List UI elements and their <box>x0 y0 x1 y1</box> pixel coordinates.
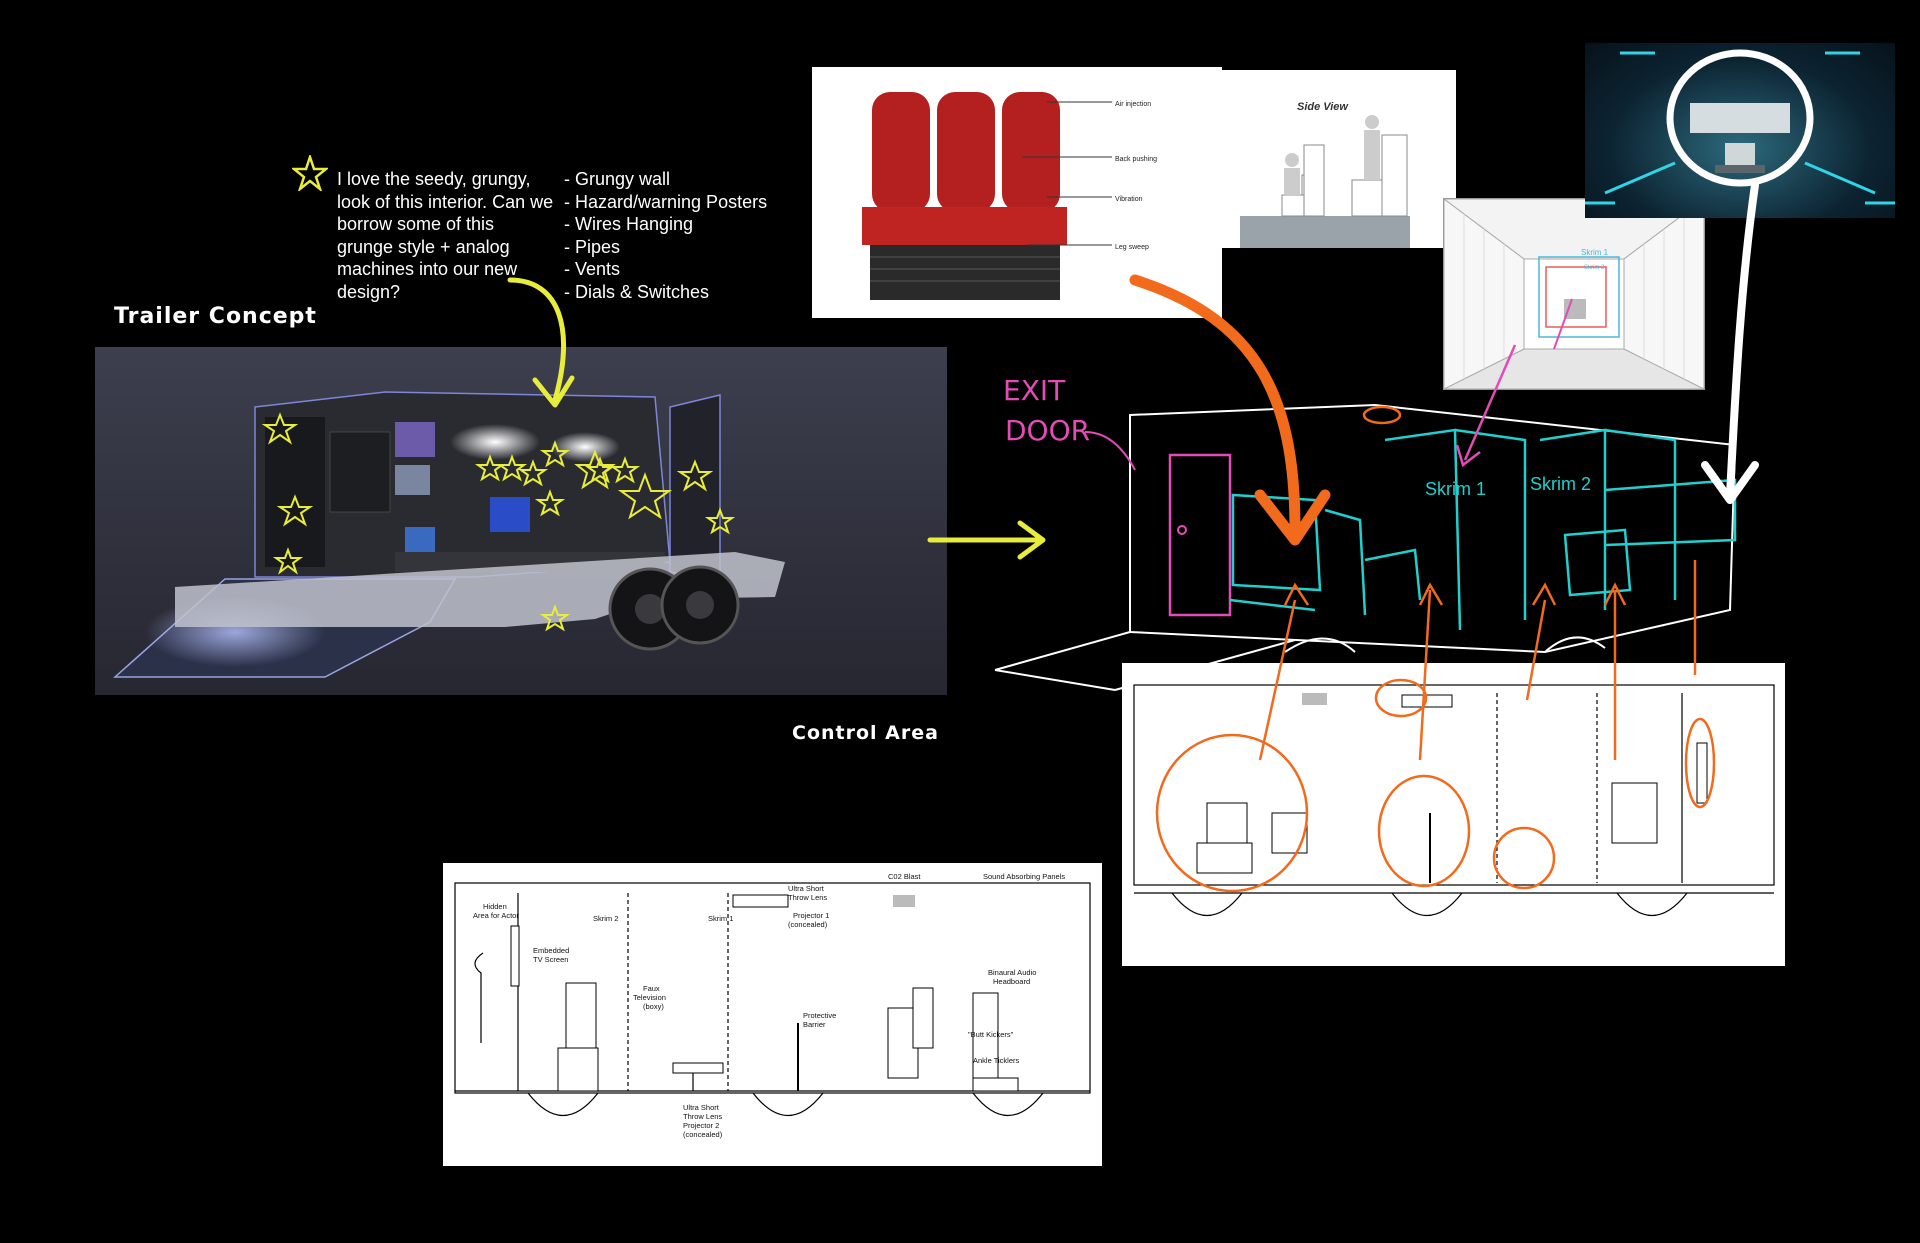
side-view-image: Side View <box>1222 70 1456 248</box>
projector1-label-2: Throw Lens <box>788 893 827 902</box>
butt-kickers-label: "Butt Kickers" <box>968 1030 1014 1039</box>
seat-label-vibration: Vibration <box>1115 196 1143 203</box>
yellow-right-arrow-icon <box>927 520 1046 560</box>
projector1-label-1: Ultra Short <box>788 884 825 893</box>
door-label-text: DOOR <box>1005 414 1090 447</box>
headboard-label-1: Binaural Audio <box>988 968 1036 977</box>
plan-skrim1-label: Skrim 1 <box>708 914 733 923</box>
seat-label-back: Back pushing <box>1115 156 1157 163</box>
skrim-render-label-1: Skrim 1 <box>1581 248 1609 257</box>
skrim-render-label-2: Skrim 2 <box>1584 265 1605 271</box>
embedded-tv-label-1: Embedded <box>533 946 569 955</box>
barrier-label-1: Protective <box>803 1011 836 1020</box>
orange-arrow-icon <box>1129 274 1331 546</box>
note-bullets: - Grungy wall - Hazard/warning Posters -… <box>564 169 768 302</box>
yellow-curve-arrow-icon <box>507 277 575 408</box>
trailer-render-image <box>95 347 947 695</box>
barrier-label-2: Barrier <box>803 1020 826 1029</box>
trailer-concept-heading: Trailer Concept <box>114 304 317 329</box>
pink-arrow-icon <box>1455 344 1517 468</box>
co2-label: C02 Blast <box>888 872 921 881</box>
exit-label: EXIT <box>1003 374 1066 407</box>
control-area-heading: Control Area <box>792 722 939 744</box>
projector2-label-1: Ultra Short <box>683 1103 720 1112</box>
seat-label-leg: Leg sweep <box>1115 244 1149 251</box>
plan-skrim2-label: Skrim 2 <box>593 914 618 923</box>
faux-tv-label-2: Television <box>633 993 666 1002</box>
hidden-area-label-1: Hidden <box>483 902 507 911</box>
ankle-ticklers-label: Ankle Ticklers <box>973 1056 1020 1065</box>
projector2-label-4: (concealed) <box>683 1130 723 1139</box>
seat-label-air: Air injection <box>1115 101 1151 108</box>
note-star-icon <box>290 153 330 196</box>
hidden-area-label-2: Area for Actor <box>473 911 519 920</box>
note-text: I love the seedy, grungy, look of this i… <box>337 169 554 302</box>
plan-diagram-mirrored <box>1122 663 1785 966</box>
embedded-tv-label-2: TV Screen <box>533 955 568 964</box>
projector2-label-3: Projector 2 <box>683 1121 719 1130</box>
seat-diagram-image: Air injection Back pushing Vibration Leg… <box>812 67 1222 318</box>
faux-tv-label-3: (boxy) <box>643 1002 664 1011</box>
tv-room-image <box>1585 43 1895 218</box>
side-view-title: Side View <box>1297 101 1349 113</box>
sketch-skrim2-label: Skrim 2 <box>1530 474 1591 494</box>
faux-tv-label-1: Faux <box>643 984 660 993</box>
projector1-label-4: (concealed) <box>788 920 828 929</box>
plan-diagram: Hidden Area for Actor Embedded TV Screen… <box>443 863 1102 1166</box>
trailer-sketch: EXIT DOOR Skrim 1 Skrim 2 <box>994 374 1737 691</box>
sketch-skrim1-label: Skrim 1 <box>1425 479 1486 499</box>
white-arrow-icon <box>1701 181 1759 504</box>
sound-panels-label: Sound Absorbing Panels <box>983 872 1065 881</box>
projector2-label-2: Throw Lens <box>683 1112 722 1121</box>
orange-connector-lines <box>1258 560 1697 761</box>
headboard-label-2: Headboard <box>993 977 1030 986</box>
projector1-label-3: Projector 1 <box>793 911 829 920</box>
